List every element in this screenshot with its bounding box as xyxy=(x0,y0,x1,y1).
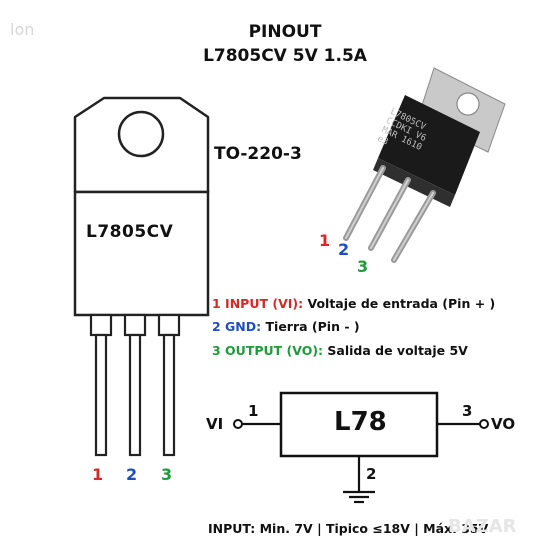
legend-pin-1-desc: Voltaje de entrada (Pin + ) xyxy=(303,296,496,311)
pin-3-shoulder xyxy=(157,313,181,337)
schematic-gnd-pin-number: 2 xyxy=(366,465,377,483)
drawing-pin-1-number: 1 xyxy=(92,465,104,484)
schematic-pin-in-number: 1 xyxy=(248,402,259,420)
input-voltage-spec: INPUT: Min. 7V | Tipico ≤18V | Máx. 35V xyxy=(208,521,489,536)
corner-watermark: BAZAR xyxy=(448,516,517,537)
drawing-pin-3-number: 3 xyxy=(161,465,173,484)
legend-pin-3-desc: Salida de voltaje 5V xyxy=(323,343,468,358)
photo-pin-3-number: 3 xyxy=(357,257,369,276)
pin-3-leg xyxy=(162,333,176,457)
schematic-vo-label: VO xyxy=(491,415,516,433)
drawing-pin-2-number: 2 xyxy=(126,465,138,484)
body-label: L7805CV xyxy=(86,222,174,242)
pin-1-shoulder xyxy=(89,313,113,337)
schematic-pin-out-number: 3 xyxy=(462,402,473,420)
legend-pin-2-code: 2 GND: xyxy=(212,319,262,334)
regulator-schematic xyxy=(233,391,489,504)
photo-pin-2-number: 2 xyxy=(338,240,350,259)
package-body xyxy=(73,190,210,317)
title-line-1: PINOUT xyxy=(248,22,322,42)
legend-pin-1: 1 INPUT (VI): Voltaje de entrada (Pin + … xyxy=(212,296,495,311)
photo-pin-1-number: 1 xyxy=(319,231,331,250)
legend-pin-2: 2 GND: Tierra (Pin - ) xyxy=(212,319,360,334)
ground-symbol xyxy=(343,490,375,504)
vo-terminal xyxy=(479,419,489,429)
watermark-text: lon xyxy=(10,20,35,39)
mounting-hole xyxy=(117,110,165,158)
schematic-chip-label: L78 xyxy=(334,407,387,437)
legend-pin-1-code: 1 INPUT (VI): xyxy=(212,296,304,311)
pin-2-leg xyxy=(128,333,142,457)
pin-1-leg xyxy=(94,333,108,457)
legend-pin-2-desc: Tierra (Pin - ) xyxy=(261,319,360,334)
pin-2-shoulder xyxy=(123,313,147,337)
legend-pin-3: 3 OUTPUT (VO): Salida de voltaje 5V xyxy=(212,343,468,358)
component-photo xyxy=(343,67,506,263)
vi-terminal xyxy=(233,419,243,429)
legend-pin-3-code: 3 OUTPUT (VO): xyxy=(212,343,324,358)
schematic-vi-label: VI xyxy=(206,415,224,433)
title-line-2: L7805CV 5V 1.5A xyxy=(203,46,367,66)
package-name: TO-220-3 xyxy=(214,144,302,164)
